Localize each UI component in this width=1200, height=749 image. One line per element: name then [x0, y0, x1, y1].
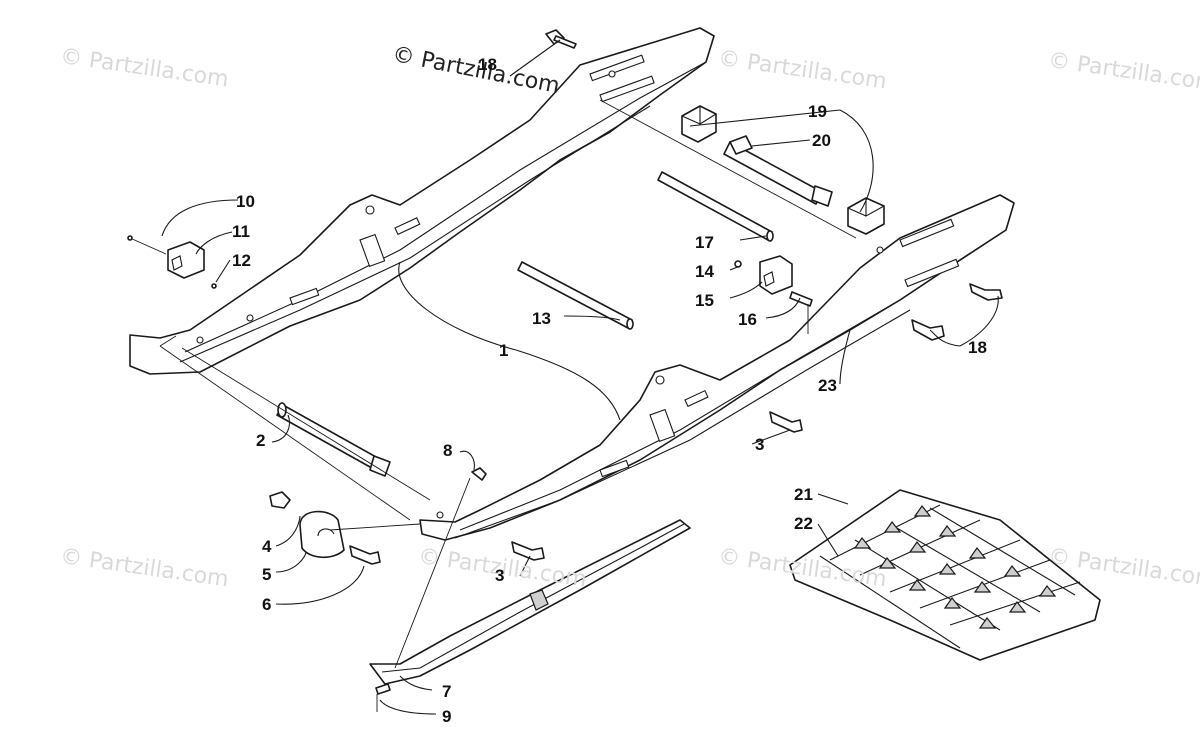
callout-23: 23 [818, 376, 837, 395]
callout-20: 20 [812, 131, 831, 150]
bumper-15 [759, 255, 793, 295]
bolt-18-right-lower [911, 319, 945, 341]
callout-8: 8 [443, 441, 453, 460]
track-clip-pyramids [853, 504, 1057, 629]
callout-7: 7 [442, 682, 452, 701]
bumper-11 [167, 241, 205, 279]
bolt-18-top [545, 29, 577, 49]
bolt-3-lower [511, 541, 545, 561]
callout-3-lower: 3 [495, 566, 505, 585]
callout-9: 9 [442, 707, 452, 726]
callout-15: 15 [695, 291, 714, 310]
bolt-6 [349, 545, 381, 565]
callout-2: 2 [256, 431, 266, 450]
callout-13: 13 [532, 309, 551, 328]
bolt-10 [127, 235, 167, 255]
bumper-19-upper [681, 105, 717, 143]
callout-3-upper: 3 [755, 435, 765, 454]
shaft-17 [657, 171, 774, 242]
callout-10: 10 [236, 192, 255, 211]
right-slide-rail [419, 194, 1015, 541]
callout-6: 6 [262, 595, 272, 614]
callout-4: 4 [262, 537, 272, 556]
wear-strip-7 [369, 519, 691, 685]
wheel-5 [299, 510, 345, 559]
callout-12: 12 [232, 251, 251, 270]
screw-9 [375, 683, 391, 712]
callout-1: 1 [499, 341, 509, 360]
bolt-16 [789, 291, 813, 307]
callout-22: 22 [794, 514, 813, 533]
callout-17: 17 [695, 233, 714, 252]
right-rail-holes [436, 218, 960, 519]
callout-5: 5 [262, 565, 272, 584]
nut-14 [734, 260, 742, 268]
shaft-13 [517, 261, 634, 330]
callout-16: 16 [738, 310, 757, 329]
track-clip-mat [789, 489, 1101, 661]
callout-18-right: 18 [968, 338, 987, 357]
callout-14: 14 [695, 262, 714, 281]
callout-18-top: 18 [478, 55, 497, 74]
callout-19: 19 [808, 102, 827, 121]
bolt-18-right-upper [969, 283, 1003, 301]
bolt-3-upper [769, 411, 803, 433]
left-slide-rail [129, 27, 715, 375]
nut-12 [211, 283, 217, 289]
callout-21: 21 [794, 485, 813, 504]
shaft-20 [723, 135, 833, 207]
bumper-19-lower [847, 197, 885, 235]
callout-11: 11 [232, 222, 250, 241]
nut-4 [269, 491, 291, 509]
left-rail-holes [196, 54, 655, 344]
clip-8 [471, 467, 487, 481]
shaft-2 [276, 402, 391, 477]
leader-lines [159, 39, 999, 715]
